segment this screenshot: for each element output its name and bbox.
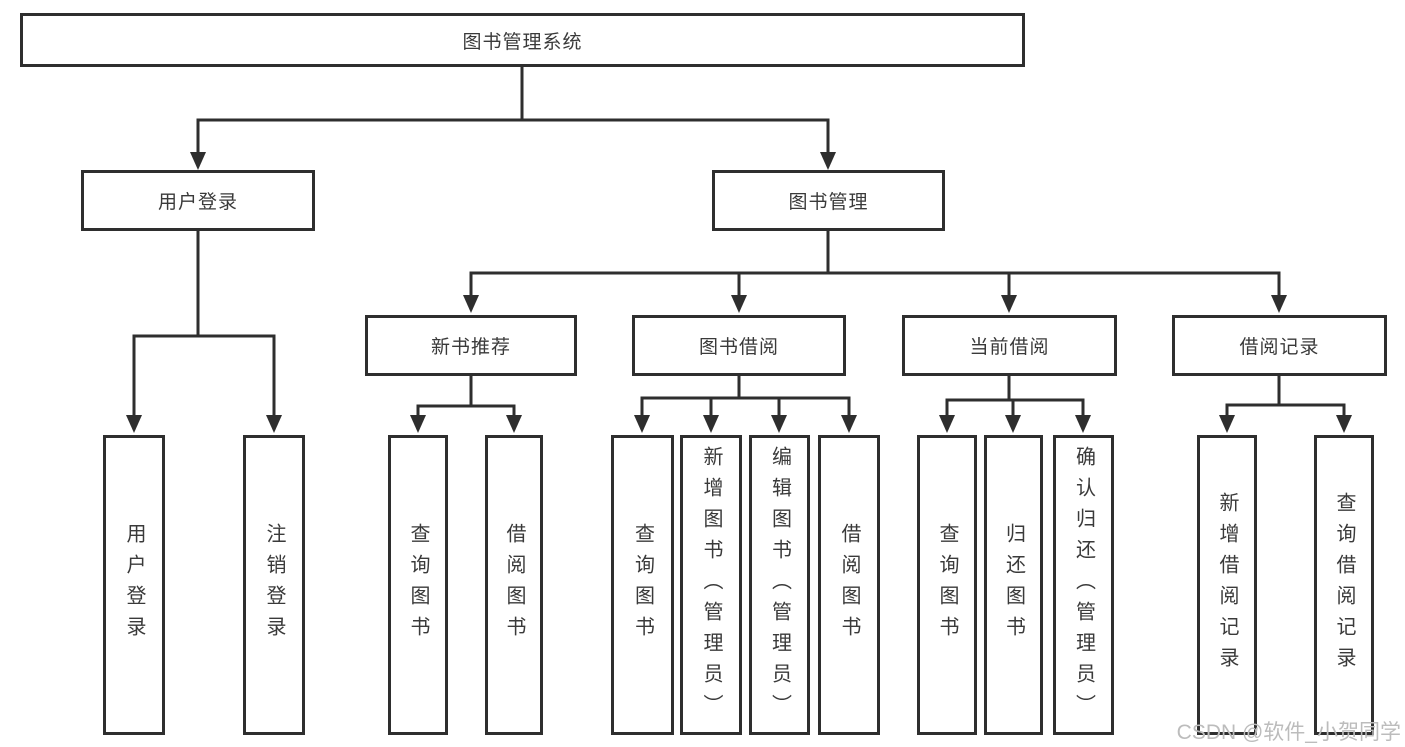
leaf-query-books-1: 查询图书 [388, 435, 448, 735]
node-current-borrow: 当前借阅 [902, 315, 1117, 376]
leaf-edit-books-admin: 编辑图书（管理员） [749, 435, 810, 735]
node-label: 图书管理系统 [462, 31, 583, 53]
node-book-borrow: 图书借阅 [632, 315, 846, 376]
node-label: 查询图书 [407, 523, 429, 647]
leaf-query-books-2: 查询图书 [611, 435, 674, 735]
leaf-borrow-books-2: 借阅图书 [818, 435, 880, 735]
connector-borrow-records-branch [1219, 376, 1352, 433]
node-label: 注销登录 [263, 523, 285, 647]
node-label: 查询图书 [936, 523, 958, 647]
node-label: 图书借阅 [698, 337, 779, 358]
node-label: 借阅图书 [838, 523, 860, 647]
connector-book-borrow-branch [634, 376, 857, 433]
node-label: 当前借阅 [969, 337, 1050, 358]
node-label: 查询借阅记录 [1333, 492, 1355, 678]
leaf-add-books-admin: 新增图书（管理员） [680, 435, 742, 735]
node-user-login: 用户登录 [81, 170, 315, 231]
leaf-user-login: 用户登录 [103, 435, 165, 735]
node-label: 新书推荐 [430, 337, 511, 358]
node-label: 确认归还（管理员） [1072, 445, 1095, 725]
node-new-book-recommend: 新书推荐 [365, 315, 577, 376]
node-label: 用户登录 [123, 523, 145, 647]
node-root-library-system: 图书管理系统 [20, 13, 1025, 67]
node-label: 新增借阅记录 [1216, 492, 1238, 678]
connector-root-to-level2 [190, 67, 836, 170]
leaf-logout: 注销登录 [243, 435, 305, 735]
node-borrow-records: 借阅记录 [1172, 315, 1387, 376]
leaf-query-books-3: 查询图书 [917, 435, 977, 735]
connector-current-borrow-branch [939, 376, 1091, 433]
node-label: 查询图书 [631, 523, 654, 647]
node-label: 用户登录 [157, 192, 238, 213]
node-label: 新增图书（管理员） [700, 445, 722, 725]
connector-new-book-branch [410, 376, 522, 433]
node-label: 图书管理 [788, 192, 869, 213]
leaf-confirm-return-admin: 确认归还（管理员） [1053, 435, 1114, 735]
node-label: 借阅图书 [503, 523, 525, 647]
leaf-borrow-books-1: 借阅图书 [485, 435, 543, 735]
connector-user-login-branch [126, 231, 282, 433]
node-label: 归还图书 [1002, 523, 1025, 647]
node-label: 编辑图书（管理员） [768, 445, 791, 725]
node-book-management: 图书管理 [712, 170, 945, 231]
leaf-query-borrow-record: 查询借阅记录 [1314, 435, 1374, 735]
leaf-add-borrow-record: 新增借阅记录 [1197, 435, 1257, 735]
leaf-return-books: 归还图书 [984, 435, 1043, 735]
connector-book-management-branch [463, 231, 1287, 313]
csdn-watermark: CSDN @软件_小贺同学 [1176, 721, 1401, 744]
node-label: 借阅记录 [1239, 337, 1320, 358]
